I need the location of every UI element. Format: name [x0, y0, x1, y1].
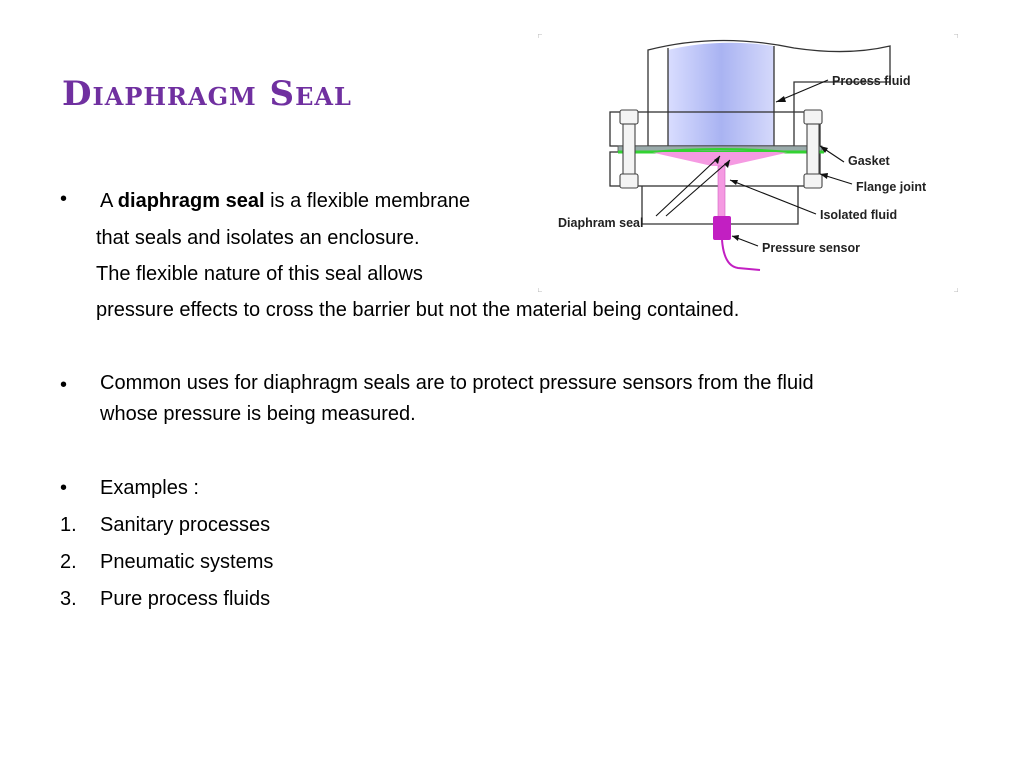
lower-body — [641, 186, 799, 225]
isolated-fluid-cone — [650, 152, 790, 166]
sensor-cable — [721, 239, 761, 271]
label-isolated-fluid: Isolated fluid — [820, 208, 897, 222]
bullet3-text: Examples : — [100, 477, 199, 499]
bullet1-prefix: A — [100, 190, 118, 212]
bullet2-line1: Common uses for diaphragm seals are to p… — [100, 372, 814, 394]
label-diaphram-seal: Diaphram seal — [558, 216, 643, 230]
example-number: 1. — [60, 514, 77, 536]
bullet-marker: • — [60, 477, 68, 499]
bullet1-line3: The flexible nature of this seal allows — [96, 263, 423, 285]
bullet1-suffix: is a flexible membrane — [264, 190, 471, 212]
bullet1-bold-term: diaphragm seal — [117, 190, 265, 212]
bullet1-line2: that seals and isolates an enclosure. — [96, 227, 420, 249]
label-pressure-sensor: Pressure sensor — [762, 241, 860, 255]
diaphragm-membrane — [649, 148, 791, 153]
diaphragm-seal-diagram: Process fluid Gasket Flange joint Isolat… — [538, 34, 958, 292]
label-gasket: Gasket — [848, 154, 891, 168]
isolated-fluid-capillary — [717, 165, 726, 219]
pressure-sensor — [713, 216, 731, 240]
slide-title: Diaphragm Seal — [62, 74, 352, 114]
bolt-right — [803, 109, 823, 189]
example-number: 3. — [60, 588, 77, 610]
label-process-fluid: Process fluid — [832, 74, 911, 88]
bolt-left — [619, 109, 639, 189]
bullet2-line2: whose pressure is being measured. — [100, 403, 416, 425]
bullet-marker: • — [60, 188, 68, 210]
bullet1-line4: pressure effects to cross the barrier bu… — [96, 299, 740, 321]
bullet1-line1: A diaphragm seal is a flexible membrane — [100, 183, 470, 219]
upper-flange — [647, 39, 891, 147]
example-text: Pure process fluids — [100, 588, 271, 610]
bullet-marker: • — [60, 374, 68, 396]
label-flange-joint: Flange joint — [856, 180, 927, 194]
example-number: 2. — [60, 551, 77, 573]
example-text: Pneumatic systems — [100, 551, 274, 573]
process-fluid-region — [668, 42, 774, 146]
example-text: Sanitary processes — [100, 514, 271, 536]
